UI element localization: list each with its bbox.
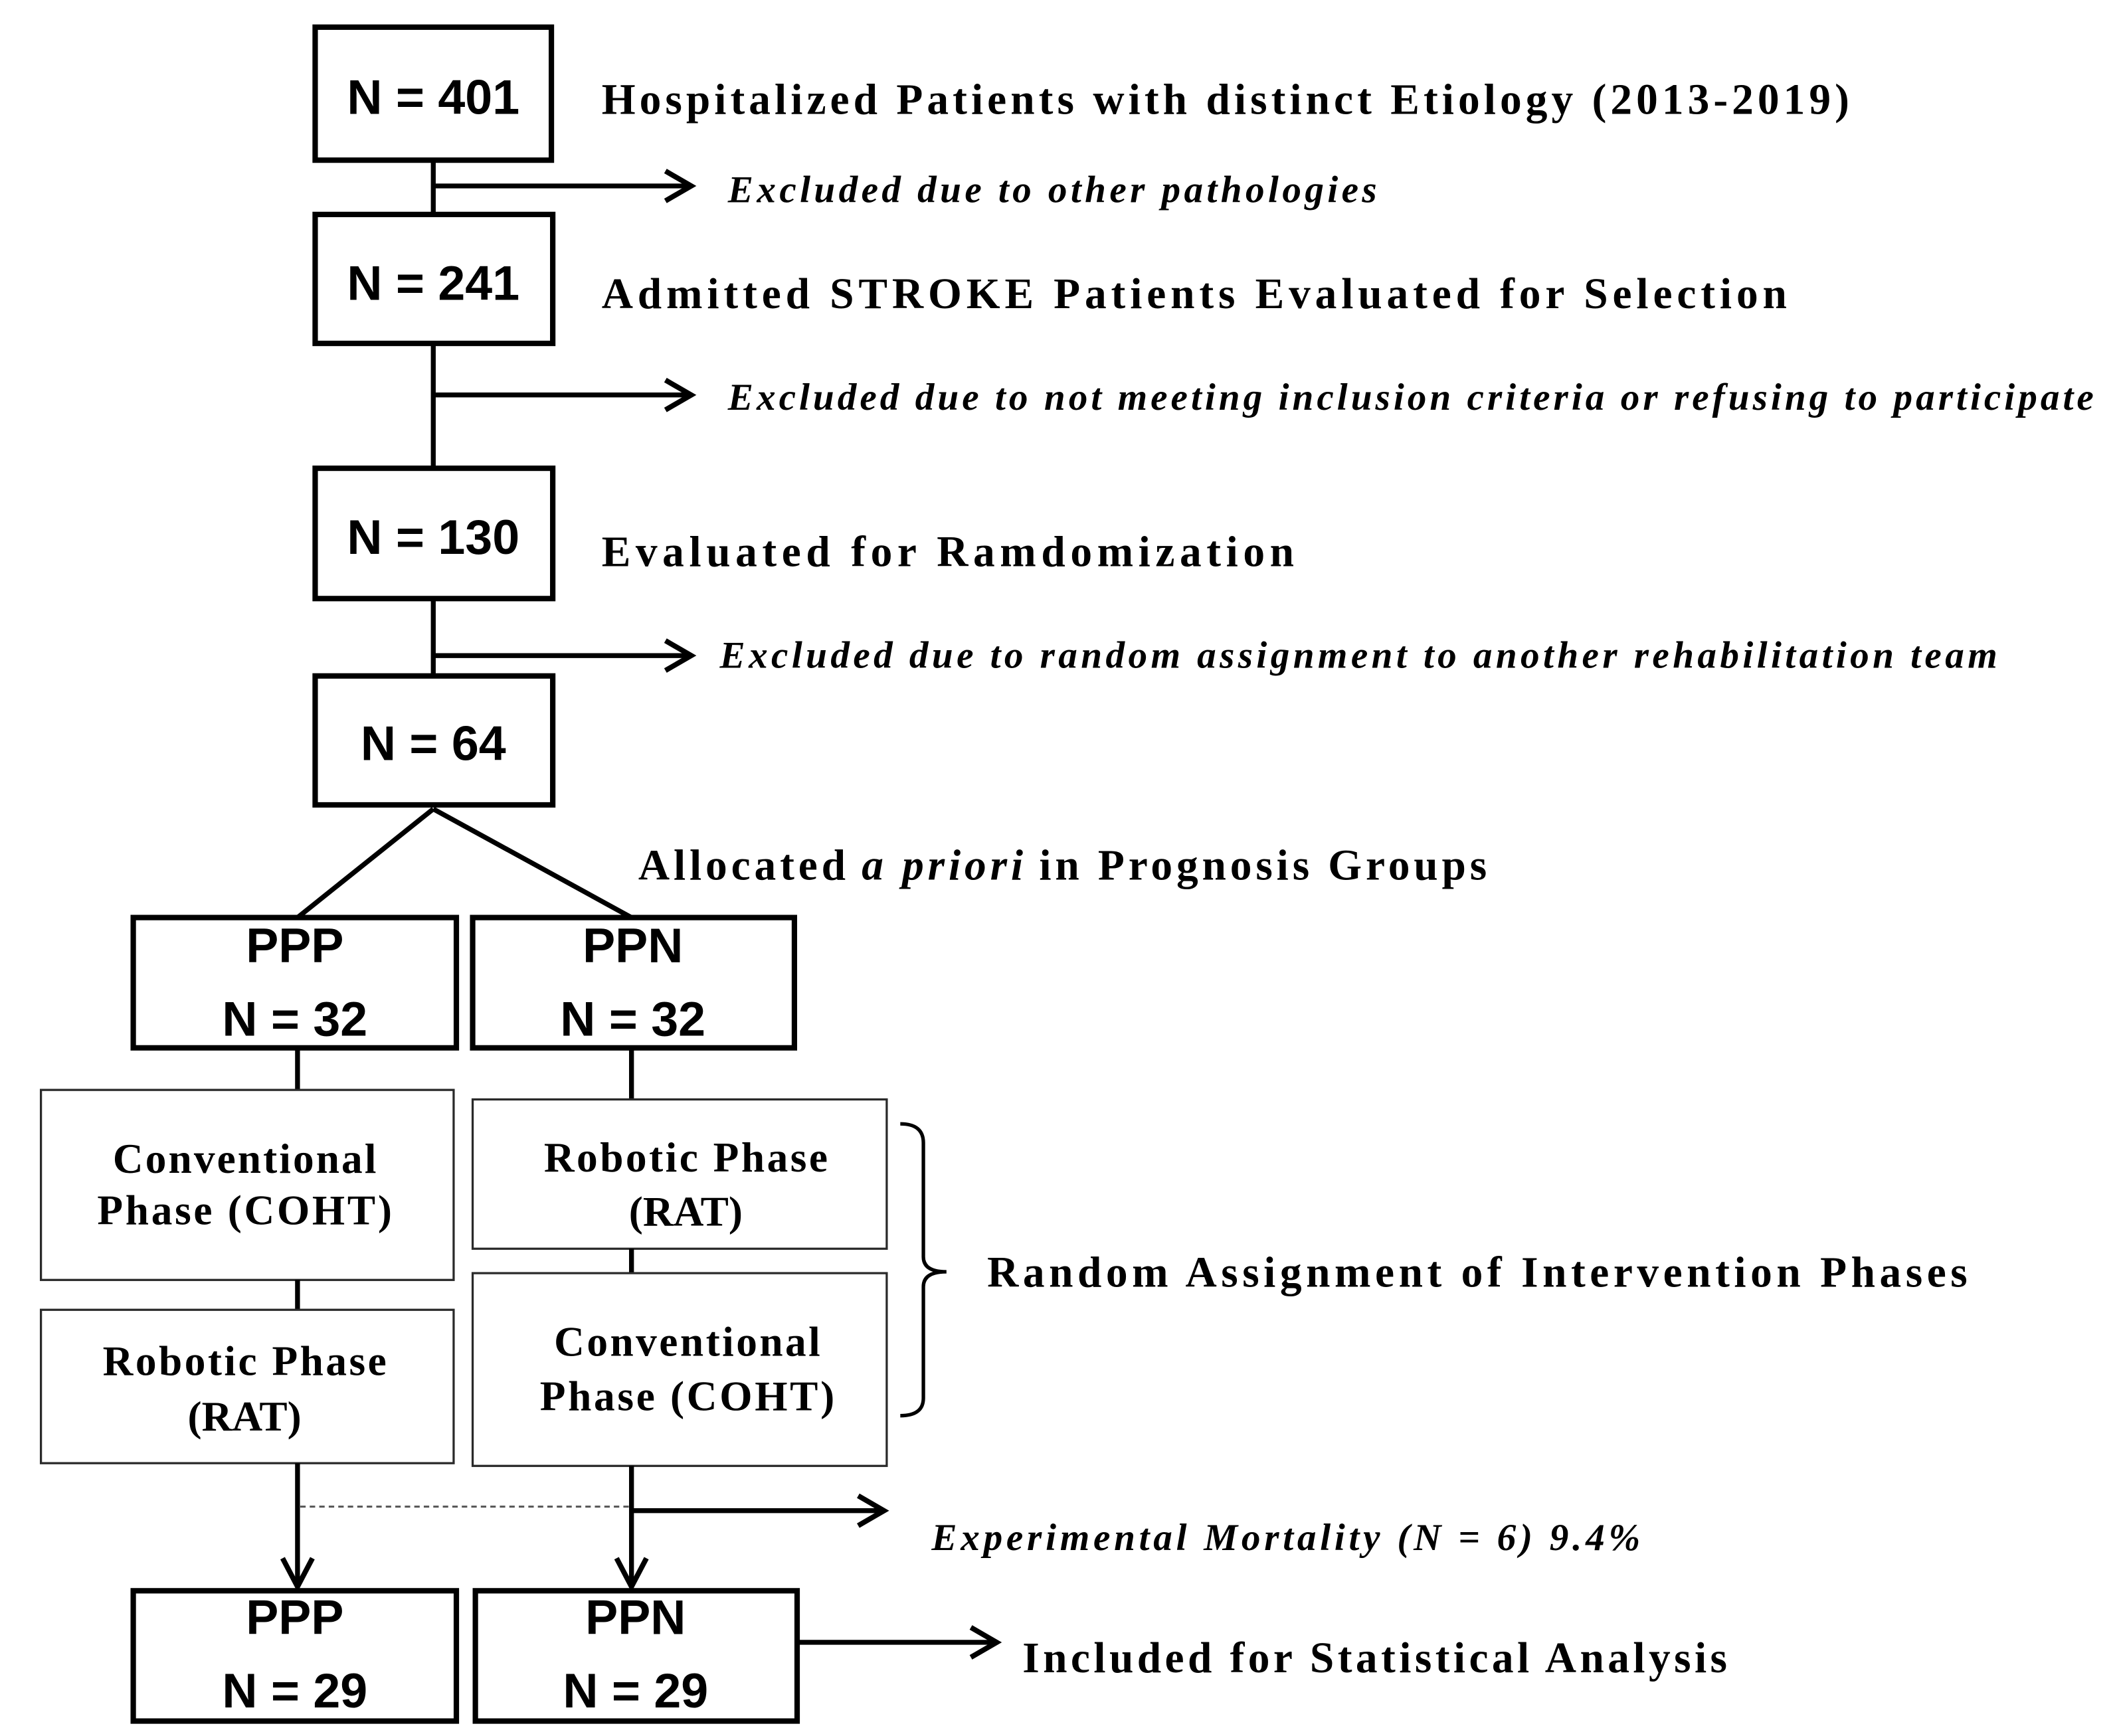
group-count-ppn-initial: N = 32 xyxy=(560,991,705,1046)
step-box-2-frame xyxy=(312,211,556,347)
exclusion-note-3: Excluded due to random assignment to ano… xyxy=(719,635,1997,677)
arrow-ppp-final xyxy=(280,1463,315,1593)
group-name-ppp: PPP xyxy=(246,918,343,973)
phase-ppp-2-line-2: (RAT) xyxy=(188,1393,302,1440)
group-count-ppn-final: N = 29 xyxy=(563,1663,708,1718)
phase-ppp-1-line-2: Phase (COHT) xyxy=(97,1187,392,1233)
phase-box-ppn-2-frame xyxy=(471,1272,888,1467)
step-label-1: Hospitalized Patients with distinct Etio… xyxy=(602,76,1849,124)
arrowhead xyxy=(969,1625,1002,1660)
group-box-ppp-final-frame xyxy=(130,1588,460,1724)
included-arrow xyxy=(797,1625,1002,1660)
split-line-ppn xyxy=(432,806,633,920)
mortality-note: Experimental Mortality (N = 6) 9.4% xyxy=(931,1517,1640,1559)
random-assignment-brace xyxy=(900,1122,947,1418)
step-box-2: N = 241 xyxy=(312,211,556,347)
phase-ppn-2-line-2: Phase (COHT) xyxy=(540,1373,835,1419)
step-box-1-frame xyxy=(312,24,555,163)
step-label-3: Evaluated for Ramdomization xyxy=(602,528,1294,576)
group-count-ppp-final: N = 29 xyxy=(222,1663,367,1718)
exclusion-note-2: Excluded due to not meeting inclusion cr… xyxy=(727,377,2094,418)
exclusion-note-1: Excluded due to other pathologies xyxy=(727,169,1377,211)
arrowhead xyxy=(614,1557,649,1593)
arrowhead xyxy=(664,169,697,203)
phase-box-ppp-2-frame xyxy=(39,1308,455,1464)
group-box-ppp-initial: PPP N = 32 xyxy=(130,914,460,1051)
allocation-label-suffix: in Prognosis Groups xyxy=(1039,841,1487,889)
group-box-ppn-final-frame xyxy=(472,1588,800,1724)
step-box-3: N = 130 xyxy=(312,466,556,602)
phase-box-ppp-2: Robotic Phase (RAT) xyxy=(39,1308,455,1464)
arrowhead xyxy=(280,1557,315,1593)
allocation-label-prefix: Allocated xyxy=(638,841,846,889)
step-box-4-frame xyxy=(312,673,556,808)
step-box-1: N = 401 xyxy=(312,24,555,163)
group-name-ppn-final: PPN xyxy=(585,1590,686,1645)
phase-ppp-1-line-1: Conventional xyxy=(113,1136,376,1182)
phase-ppn-1-line-1: Robotic Phase xyxy=(544,1134,828,1181)
phase-box-ppp-1-frame xyxy=(39,1088,455,1281)
split-line-ppp xyxy=(296,807,435,920)
group-count-ppp-initial: N = 32 xyxy=(222,991,367,1046)
phase-ppn-2-line-1: Conventional xyxy=(554,1319,820,1365)
included-label: Included for Statistical Analysis xyxy=(1022,1634,1727,1682)
allocation-label: Allocated a priori in Prognosis Groups xyxy=(638,841,1487,889)
arrowhead xyxy=(664,638,697,673)
step-box-4: N = 64 xyxy=(312,673,556,808)
group-box-ppp-initial-frame xyxy=(130,914,460,1051)
phase-box-ppp-1: Conventional Phase (COHT) xyxy=(39,1088,455,1281)
group-box-ppn-initial: PPN N = 32 xyxy=(470,914,798,1051)
exclusion-arrow-1 xyxy=(433,169,697,203)
arrow-ppn-final xyxy=(614,1466,649,1593)
step-count-2: N = 241 xyxy=(347,256,519,311)
step-count-1: N = 401 xyxy=(347,70,519,125)
group-name-ppn: PPN xyxy=(583,918,683,973)
exclusion-arrow-3 xyxy=(433,638,697,673)
arrowhead xyxy=(664,377,697,412)
step-count-4: N = 64 xyxy=(361,716,506,771)
arrowhead xyxy=(857,1493,889,1528)
phase-box-ppn-1: Robotic Phase (RAT) xyxy=(471,1098,888,1250)
phase-box-ppn-1-frame xyxy=(471,1098,888,1250)
step-label-2: Admitted STROKE Patients Evaluated for S… xyxy=(602,270,1787,318)
phase-ppp-2-line-1: Robotic Phase xyxy=(103,1338,387,1384)
phase-ppn-1-line-2: (RAT) xyxy=(629,1189,743,1235)
random-assignment-label: Random Assignment of Intervention Phases xyxy=(987,1249,1968,1297)
allocation-label-italic: a priori xyxy=(862,841,1023,889)
exclusion-arrow-2 xyxy=(433,377,697,412)
group-box-ppn-final: PPN N = 29 xyxy=(472,1588,800,1724)
group-box-ppp-final: PPP N = 29 xyxy=(130,1588,460,1724)
group-name-ppp-final: PPP xyxy=(246,1590,343,1645)
step-count-3: N = 130 xyxy=(347,509,519,564)
phase-box-ppn-2: Conventional Phase (COHT) xyxy=(471,1272,888,1467)
mortality-arrow xyxy=(631,1493,889,1528)
